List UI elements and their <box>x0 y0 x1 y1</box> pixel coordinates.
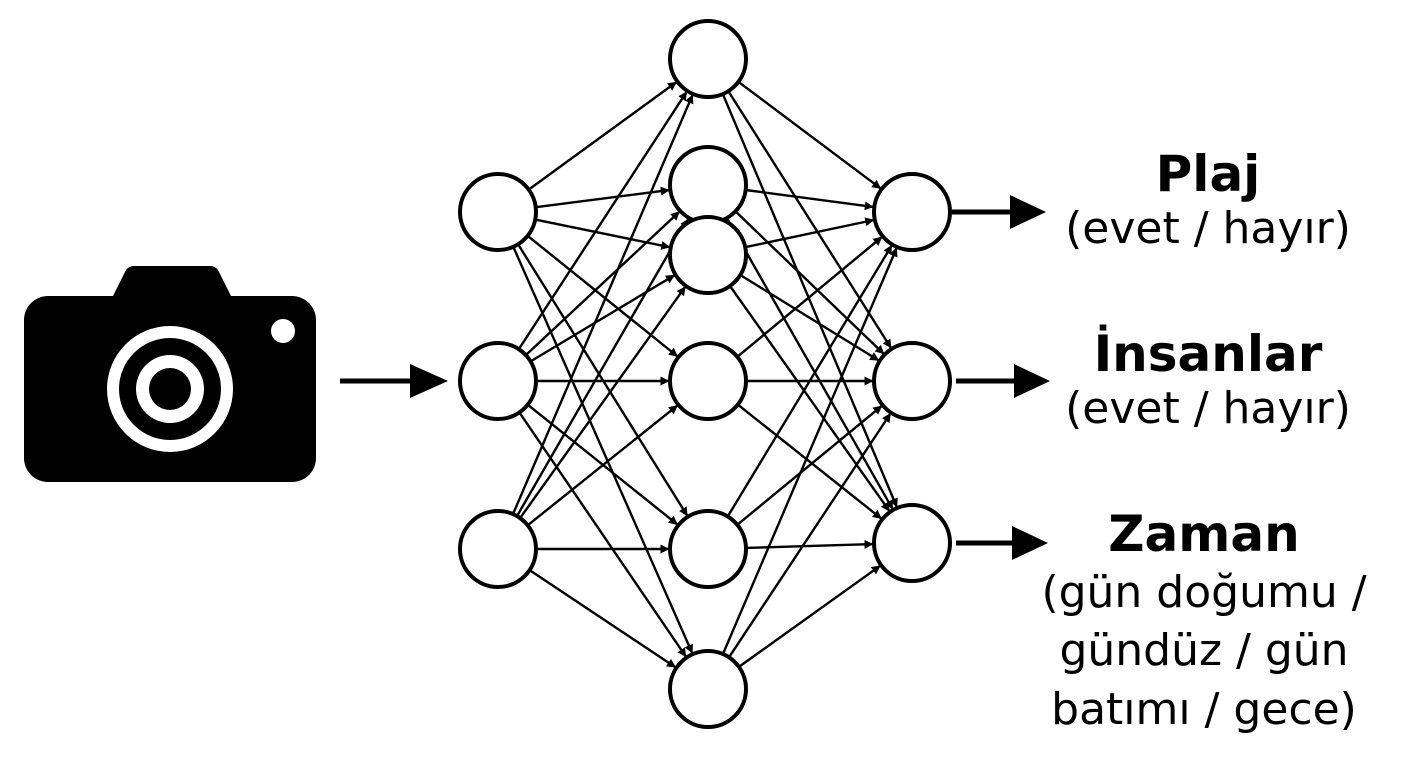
hidden-node-3 <box>668 215 748 295</box>
output-arrow-insanlar <box>956 364 1050 398</box>
connection-hidden-1-to-output-2 <box>727 90 893 349</box>
connection-input-1-to-hidden-4 <box>526 234 679 358</box>
input-node-1 <box>458 172 538 252</box>
output-node-1 <box>872 172 952 252</box>
connection-input-3-to-hidden-2 <box>515 218 690 517</box>
input-arrow <box>340 364 448 398</box>
connection-input-2-to-hidden-6 <box>518 411 687 658</box>
connection-hidden-1-to-output-1 <box>737 80 882 190</box>
hidden-node-1 <box>668 19 748 99</box>
hidden-node-5 <box>668 509 748 589</box>
connection-input-1-to-hidden-2 <box>535 186 670 209</box>
connection-input-2-to-hidden-2 <box>524 210 681 356</box>
output-label-plaj: Plaj (evet / hayır) <box>1028 145 1388 254</box>
camera-icon <box>24 266 316 482</box>
connection-hidden-4-to-output-3 <box>737 403 883 520</box>
output-options: (gün doğumu / gündüz / gün batımı / gece… <box>1041 566 1367 736</box>
output-node-2 <box>872 341 952 421</box>
input-node-3 <box>458 509 538 589</box>
connection-input-1-to-hidden-6 <box>512 246 694 654</box>
connection-hidden-2-to-output-3 <box>725 217 894 510</box>
connection-hidden-6-to-output-3 <box>738 564 881 668</box>
connection-input-1-to-hidden-3 <box>534 218 671 250</box>
hidden-node-6 <box>668 649 748 729</box>
output-options: (evet / hayır) <box>1065 382 1351 434</box>
output-arrow-plaj <box>952 195 1046 229</box>
connection-hidden-1-to-output-3 <box>721 93 899 508</box>
hidden-node-2 <box>668 145 748 225</box>
output-node-3 <box>872 503 952 583</box>
connection-hidden-3-to-output-3 <box>729 285 891 512</box>
input-node-2 <box>458 341 538 421</box>
connection-hidden-6-to-output-1 <box>721 247 898 655</box>
output-title: İnsanlar <box>1093 325 1323 383</box>
connection-input-2-to-hidden-3 <box>529 274 676 363</box>
connection-input-3-to-hidden-4 <box>526 404 679 527</box>
network-nodes <box>458 19 952 729</box>
connection-input-3-to-hidden-1 <box>511 94 694 515</box>
connection-hidden-2-to-output-1 <box>745 188 874 211</box>
connection-hidden-6-to-output-2 <box>727 412 892 658</box>
output-options: (evet / hayır) <box>1065 202 1351 254</box>
hidden-node-4 <box>668 341 748 421</box>
output-title: Zaman <box>1108 505 1300 563</box>
output-title: Plaj <box>1155 145 1261 203</box>
connection-hidden-5-to-output-3 <box>745 539 874 550</box>
connection-input-3-to-hidden-3 <box>519 286 687 519</box>
output-label-zaman: Zaman (gün doğumu / gündüz / gün batımı … <box>1024 505 1384 740</box>
connection-input-1-to-hidden-1 <box>527 81 678 191</box>
connection-hidden-5-to-output-2 <box>736 404 883 526</box>
connection-hidden-2-to-output-2 <box>734 210 885 355</box>
connection-input-2-to-hidden-1 <box>517 91 688 350</box>
output-label-insanlar: İnsanlar (evet / hayır) <box>1028 325 1388 434</box>
network-connections <box>511 80 899 669</box>
connection-hidden-5-to-output-1 <box>726 244 893 518</box>
connection-hidden-4-to-output-1 <box>736 235 883 358</box>
connection-hidden-3-to-output-2 <box>739 273 880 362</box>
connection-input-3-to-hidden-6 <box>528 569 677 669</box>
connection-hidden-3-to-output-1 <box>744 217 875 249</box>
output-arrow-zaman <box>956 526 1048 560</box>
